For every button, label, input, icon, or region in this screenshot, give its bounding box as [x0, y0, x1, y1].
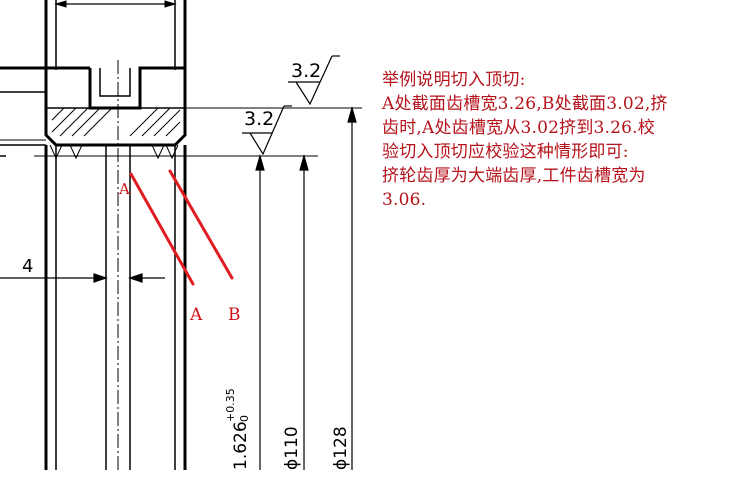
roughness-symbol-mid	[242, 105, 292, 156]
section-label-a-top: A	[118, 180, 130, 198]
dimension-diameters	[255, 105, 357, 470]
tolerance-dimension: 1.626 +0.35 0	[224, 388, 251, 470]
extension-lines	[0, 107, 362, 157]
section-line-a	[129, 172, 195, 286]
note-line: A处截面齿槽宽3.26,B处截面3.02,挤	[382, 94, 668, 114]
note-line: 3.06.	[382, 190, 427, 210]
tolerance-upper-value: +0.35	[224, 388, 237, 422]
dimension-width	[0, 273, 165, 283]
roughness-value-top: 3.2	[291, 60, 321, 82]
section-marks	[129, 169, 234, 286]
dimension-width-value: 4	[22, 256, 33, 277]
section-label-a: A	[189, 305, 203, 325]
tolerance-lower-value: 0	[238, 415, 251, 422]
roughness-symbol-top	[288, 55, 340, 106]
upper-part-outline	[0, 0, 187, 147]
diameter-128-value: ϕ128	[331, 426, 351, 470]
section-label-b: B	[228, 305, 241, 325]
note-line: 举例说明切入顶切:	[382, 70, 526, 90]
tolerance-main-value: 1.626	[231, 421, 251, 470]
annotation-note: 举例说明切入顶切: A处截面齿槽宽3.26,B处截面3.02,挤 齿时,A处齿槽…	[382, 68, 744, 212]
section-line-b	[168, 169, 234, 280]
section-hatch	[51, 107, 181, 137]
diameter-110-value: ϕ110	[282, 426, 302, 470]
note-line: 齿时,A处齿槽宽从3.02挤到3.26.校	[382, 118, 655, 138]
lower-part-outline	[0, 144, 187, 470]
note-line: 验切入顶切应校验这种情形即可:	[382, 142, 629, 162]
note-line: 挤轮齿厚为大端齿厚,工件齿槽宽为	[382, 166, 646, 186]
roughness-value-mid: 3.2	[244, 108, 274, 130]
